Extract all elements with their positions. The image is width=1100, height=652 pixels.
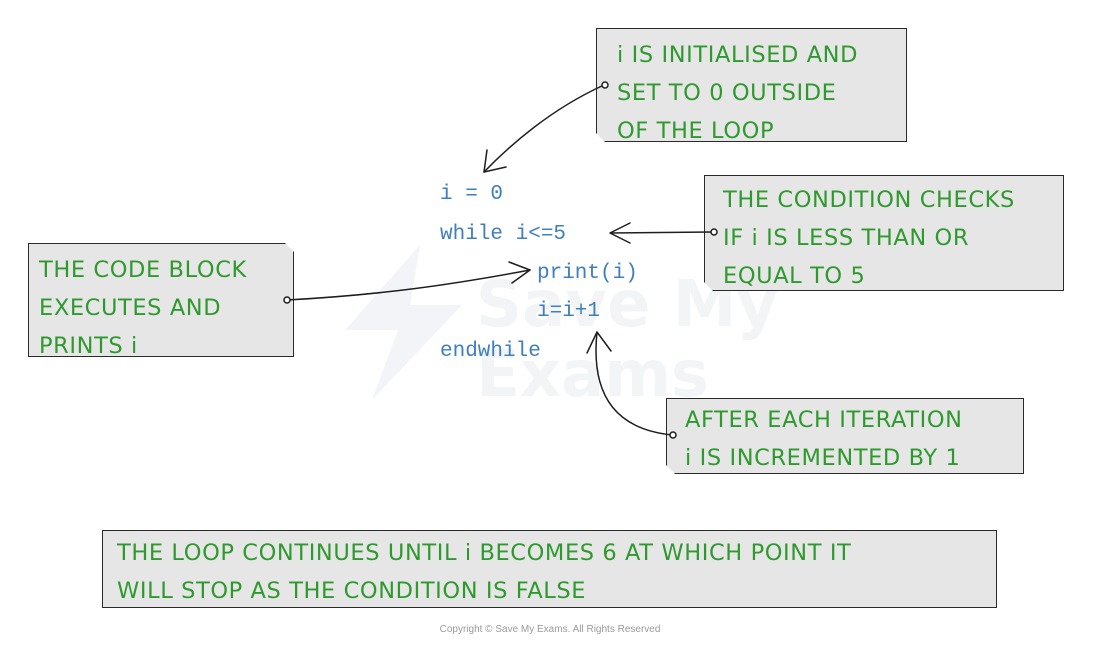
code-line-while: while i<=5: [440, 223, 567, 246]
arrow-code-block-head: [508, 261, 531, 284]
note-code-block-line-1: THE CODE BLOCK: [39, 257, 247, 283]
note-summary-line-2: WILL STOP AS THE CONDITION IS FALSE: [117, 578, 587, 604]
arrow-init: [483, 84, 605, 173]
note-initialised-line-1: i IS INITIALISED AND: [617, 42, 859, 68]
note-initialised-line-2: SET TO 0 OUTSIDE: [617, 80, 837, 106]
arrow-code-block-anchor: [283, 296, 291, 304]
code-line-increment: i=i+1: [537, 300, 601, 323]
arrow-condition-anchor: [710, 228, 718, 236]
note-condition-line-3: EQUAL TO 5: [723, 263, 866, 289]
code-line-endwhile: endwhile: [440, 340, 541, 363]
copyright-notice: Copyright © Save My Exams. All Rights Re…: [439, 624, 661, 635]
note-condition-line-2: IF i IS LESS THAN OR: [723, 225, 970, 251]
code-line-print: print(i): [537, 262, 638, 285]
code-line-init: i = 0: [440, 183, 504, 206]
arrow-condition: [611, 231, 713, 234]
note-increment-line-1: AFTER EACH ITERATION: [685, 407, 963, 433]
note-initialised: i IS INITIALISED AND SET TO 0 OUTSIDE OF…: [596, 28, 907, 142]
note-increment: AFTER EACH ITERATION i IS INCREMENTED BY…: [666, 398, 1024, 474]
arrow-condition-head: [609, 222, 631, 244]
note-increment-line-2: i IS INCREMENTED BY 1: [685, 445, 961, 471]
note-code-block: THE CODE BLOCK EXECUTES AND PRINTS i: [28, 243, 294, 357]
note-condition-line-1: THE CONDITION CHECKS: [723, 187, 1015, 213]
arrow-init-head: [483, 149, 507, 173]
note-code-block-line-3: PRINTS i: [39, 333, 138, 359]
arrow-increment-head: [586, 331, 612, 354]
arrow-init-anchor: [601, 81, 609, 89]
note-summary: THE LOOP CONTINUES UNTIL i BECOMES 6 AT …: [102, 530, 997, 608]
note-summary-line-1: THE LOOP CONTINUES UNTIL i BECOMES 6 AT …: [117, 540, 852, 566]
note-initialised-line-3: OF THE LOOP: [617, 118, 775, 144]
note-code-block-line-2: EXECUTES AND: [39, 295, 222, 321]
note-condition: THE CONDITION CHECKS IF i IS LESS THAN O…: [704, 175, 1064, 291]
arrow-code-block: [286, 269, 531, 301]
arrow-increment-anchor: [669, 431, 677, 439]
arrow-increment: [595, 331, 674, 436]
